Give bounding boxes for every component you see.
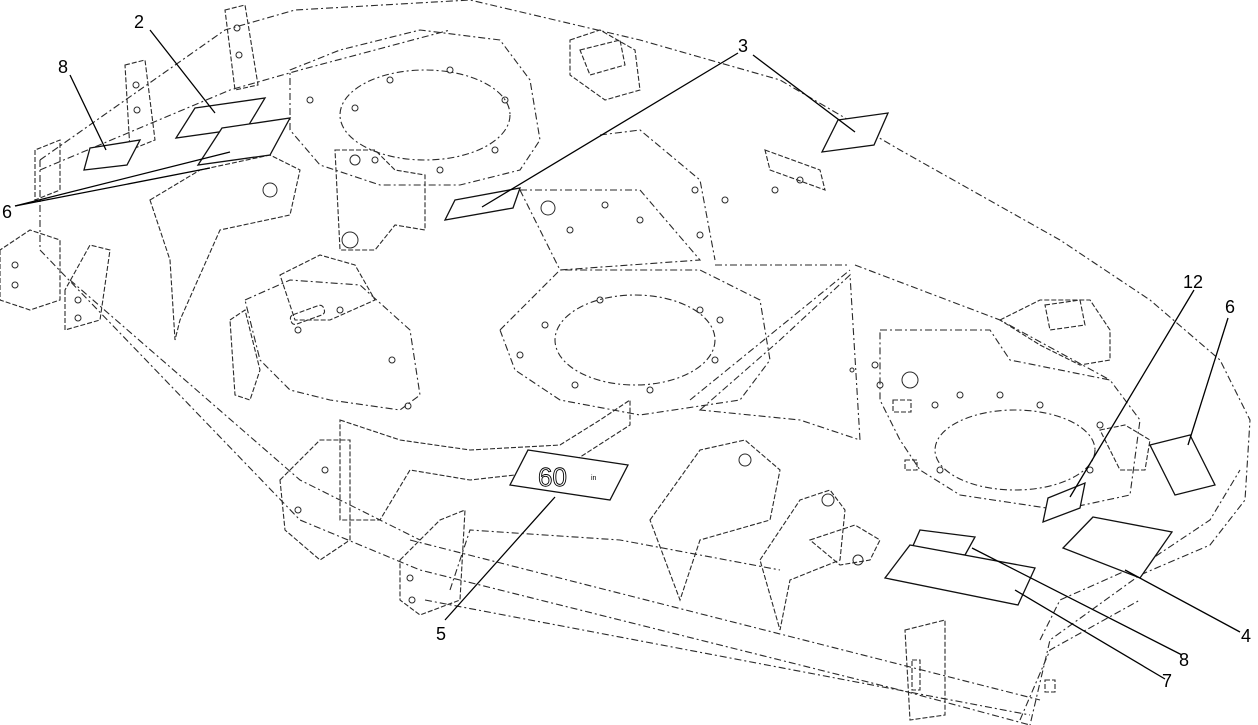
callout-8-front: 8 — [1179, 650, 1189, 670]
decal-3-center — [443, 187, 521, 221]
leader-2 — [149, 29, 216, 114]
leader-8-left — [69, 74, 107, 151]
leader-3-center — [481, 52, 739, 208]
decal-5-value: 60 — [538, 462, 567, 492]
callout-12: 12 — [1183, 272, 1203, 292]
callout-numbers: 2 3 8 6 12 6 5 4 8 7 — [2, 12, 1251, 691]
leader-3-right — [752, 54, 856, 133]
leader-7 — [1014, 589, 1166, 680]
decal-7 — [883, 544, 1036, 606]
callout-2: 2 — [134, 12, 144, 32]
decal-5-deck-size: 60 in — [509, 449, 629, 501]
callout-7: 7 — [1162, 671, 1172, 691]
center-spindle-housing — [499, 269, 771, 416]
callout-4: 4 — [1241, 626, 1251, 646]
right-spindle-housing — [871, 329, 1151, 511]
decal-6-left — [196, 117, 292, 166]
decal-8-left — [83, 139, 142, 171]
leader-6-right — [1187, 317, 1229, 446]
leader-5 — [444, 496, 556, 621]
leader-12 — [1069, 289, 1195, 498]
decal-5-unit: in — [591, 475, 597, 482]
callout-5: 5 — [436, 624, 446, 644]
callout-6-right: 6 — [1225, 297, 1235, 317]
center-top-plate — [519, 129, 1111, 381]
decals: 60 in — [83, 97, 1216, 606]
leader-8-front — [971, 547, 1183, 656]
left-mounting-brackets — [0, 4, 259, 331]
decal-6-right — [1149, 434, 1216, 496]
left-hinge-assembly — [149, 149, 426, 401]
callout-8-left: 8 — [58, 57, 68, 77]
leader-6-left-b — [14, 151, 231, 207]
front-mounting-brackets — [279, 398, 1056, 721]
left-spindle-housing — [289, 29, 541, 186]
mower-deck-outline — [39, 0, 1251, 725]
decal-12 — [1042, 481, 1086, 524]
callout-6-left: 6 — [2, 202, 12, 222]
leader-4 — [1124, 569, 1241, 633]
rear-left-spindle-ring — [244, 279, 421, 411]
callout-3: 3 — [738, 36, 748, 56]
decal-3-right — [820, 112, 890, 153]
leader-lines — [14, 29, 1241, 680]
rear-right-bracket — [998, 299, 1111, 366]
rear-top-bracket — [569, 29, 826, 191]
leader-6-left-a — [14, 167, 211, 207]
center-deflector-bracket — [689, 269, 861, 441]
